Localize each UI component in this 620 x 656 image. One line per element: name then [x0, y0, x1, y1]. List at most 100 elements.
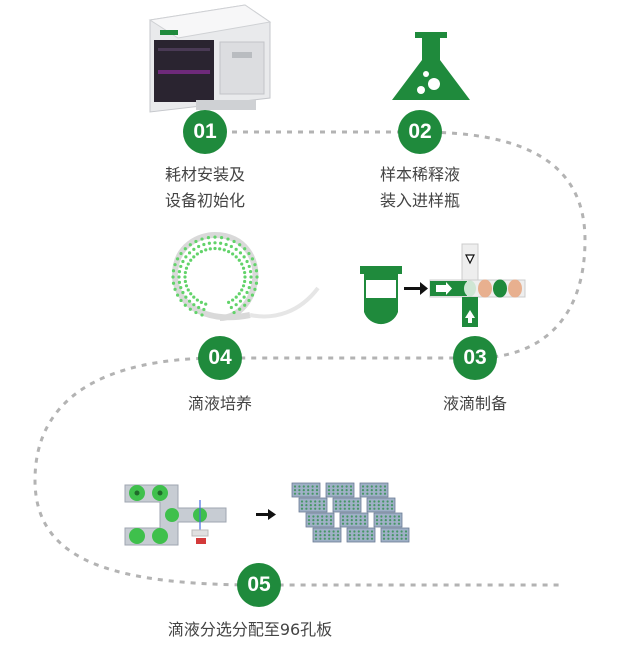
coil-droplet: [188, 243, 192, 247]
coil-droplet: [202, 242, 206, 247]
sorting-chip-icon: [124, 484, 276, 546]
coil-droplet: [238, 243, 242, 247]
coil-droplet: [173, 287, 177, 291]
well-plate: [305, 512, 335, 528]
well-plate: [339, 512, 369, 528]
coil-droplets: [171, 235, 259, 317]
coil-droplet: [243, 279, 247, 284]
coil-droplet: [192, 247, 196, 251]
well-plate: [291, 482, 321, 498]
coil-droplet: [197, 244, 201, 249]
coil-droplet: [197, 305, 201, 310]
coil-droplet: [202, 307, 206, 312]
coil-droplet: [219, 241, 223, 245]
coil-droplet: [194, 239, 198, 244]
coil-droplet: [200, 313, 204, 317]
coil-droplet: [241, 284, 246, 288]
coil-droplet: [238, 307, 242, 311]
coil-droplet: [247, 251, 251, 256]
coil-droplet: [229, 244, 233, 249]
coil-droplet: [234, 303, 238, 307]
coil-droplet: [183, 247, 187, 251]
well-plate: [359, 482, 389, 498]
well-plate: [325, 482, 355, 498]
coil-droplet: [187, 299, 192, 303]
coil-droplet: [192, 255, 196, 259]
coil-droplet: [181, 259, 185, 264]
coil-droplet: [183, 279, 187, 284]
coil-droplet: [179, 251, 183, 256]
coil-droplet: [232, 239, 236, 244]
coil-droplet: [186, 288, 190, 292]
step-badge-02: 02: [398, 110, 442, 154]
step-label-03: 液滴制备: [415, 391, 535, 417]
coil-droplet: [243, 247, 247, 251]
coil-droplet: [234, 295, 238, 299]
coil-droplet: [204, 248, 208, 252]
coil-droplet: [241, 266, 246, 270]
coil-droplet: [184, 284, 189, 288]
step-label-03-line-1: 液滴制备: [442, 394, 507, 413]
coil-droplet: [237, 258, 241, 262]
coil-droplet: [253, 263, 257, 267]
coil-droplet: [249, 275, 253, 279]
step-badge-05: 05: [237, 563, 281, 607]
well-plate: [298, 497, 328, 513]
coil-droplet: [177, 280, 182, 284]
coil-droplet: [199, 250, 203, 254]
coil-droplet: [253, 287, 257, 291]
step-label-04-line-1: 滴液培养: [187, 394, 252, 413]
coil-droplet: [184, 255, 188, 259]
coil-droplet: [189, 292, 193, 296]
step-badge-01: 01: [183, 110, 227, 154]
step-label-02: 样本稀释液 装入进样瓶: [360, 162, 480, 214]
step-badge-04: 04: [198, 336, 242, 380]
coil-droplet: [181, 290, 185, 295]
coil-droplet: [231, 252, 235, 256]
coil-droplet: [226, 237, 230, 241]
coil-droplet: [248, 270, 253, 274]
coil-droplet: [232, 310, 236, 315]
step-badge-03: 03: [453, 336, 497, 380]
coil-droplet: [255, 275, 259, 279]
coil-droplet: [219, 235, 224, 240]
coil-droplet: [240, 288, 244, 292]
coil-droplet: [186, 262, 190, 266]
instrument-image: [148, 4, 272, 113]
coil-droplet: [224, 242, 228, 247]
step-label-02-line-1: 样本稀释液: [379, 165, 460, 184]
coil-droplet: [173, 263, 177, 267]
coil-droplet: [183, 303, 187, 307]
coil-droplet: [242, 295, 246, 299]
coil-droplet: [183, 275, 187, 279]
coil-droplet: [234, 255, 238, 259]
coil-droplet: [247, 285, 251, 290]
coil-droplet: [184, 266, 189, 270]
step-label-04: 滴液培养: [160, 391, 280, 417]
coil-droplet: [234, 247, 238, 251]
coil-droplet: [179, 298, 183, 303]
step-label-02-line-2: 装入进样瓶: [379, 191, 460, 210]
coil-droplet: [175, 293, 180, 297]
coil-droplet: [248, 280, 253, 284]
coil-droplet: [192, 303, 196, 307]
coil-droplet: [189, 258, 193, 262]
coil-droplet: [184, 295, 188, 299]
coil-droplet: [171, 269, 176, 273]
coil-droplet: [188, 307, 192, 311]
coil-droplet: [242, 255, 246, 259]
coil-droplet: [171, 281, 176, 285]
coil-droplet: [199, 300, 203, 304]
coil-droplet: [227, 300, 231, 304]
well-plate: [332, 497, 362, 513]
coil-droplet: [250, 257, 255, 261]
coil-droplet: [195, 298, 199, 302]
coil-droplet: [254, 281, 259, 285]
coil-droplet: [250, 293, 255, 297]
coil-droplet: [206, 235, 211, 240]
coil-droplet: [207, 241, 211, 245]
well-plate: [373, 512, 403, 528]
coil-droplet: [171, 275, 175, 279]
coil-droplet: [243, 275, 247, 279]
